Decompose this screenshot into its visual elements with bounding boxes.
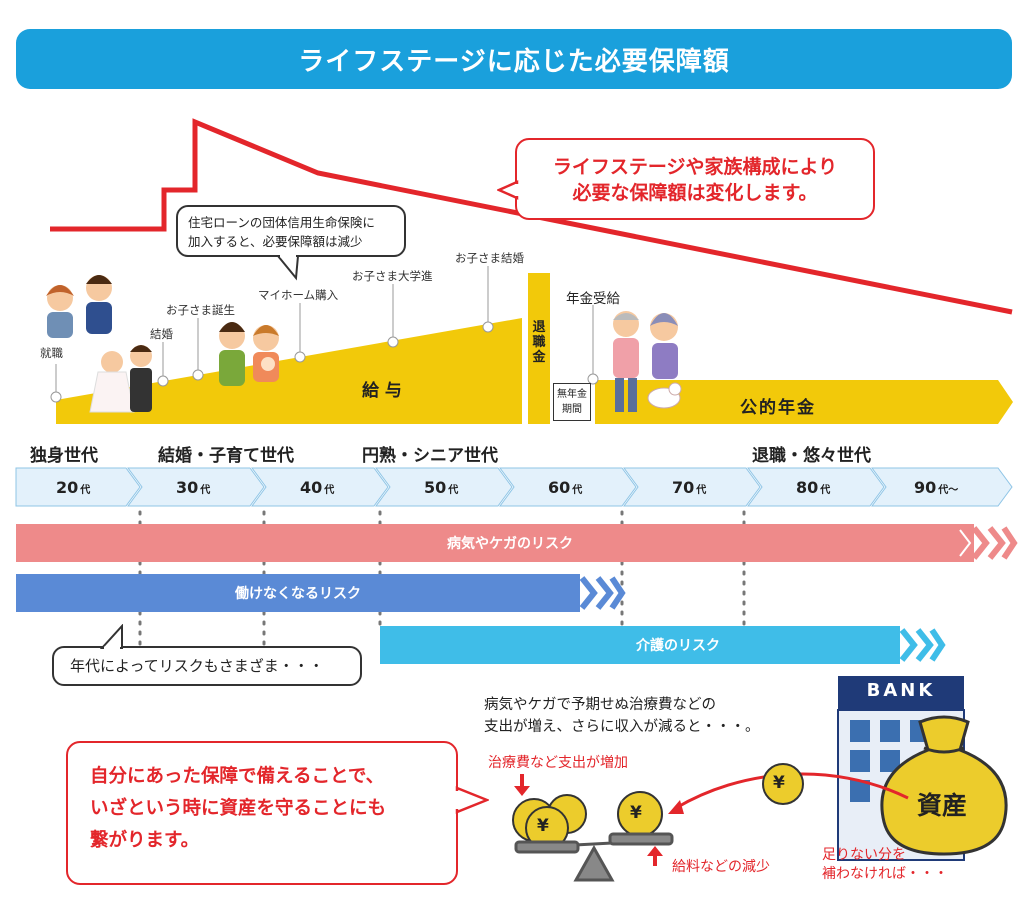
event-marker [387,336,399,348]
no-pension-line: 期間 [562,404,582,415]
family-illustration [219,322,279,386]
generation-single: 独身世代 [30,446,98,466]
event-label: マイホーム購入 [258,288,339,302]
event-marker [192,369,204,381]
required-coverage-line [50,118,1013,315]
callout-line: 自分にあった保障で備えることで、 [90,766,385,787]
event-label: お子さま誕生 [166,303,235,317]
generation-retired: 退職・悠々世代 [752,446,871,466]
retirement-label: 退職金 [532,320,546,365]
public-pension-band [595,380,1013,424]
age-row [15,467,1013,507]
callout-line: 加入すると、必要保障額は減少 [188,234,363,249]
event-label: お子さま結婚 [455,251,524,265]
callout-line: 繋がります。 [90,830,200,851]
callout-tail [497,180,519,200]
risk-illness-label: 病気やケガのリスク [447,536,573,552]
salary-label: 給 与 [362,381,402,401]
callout-tail [276,254,300,281]
bank-label: BANK [866,680,936,701]
income-label: 給料などの減少 [672,859,770,875]
callout-coverage-change: ライフステージや家族構成により 必要な保障額は変化します。 [515,138,875,220]
callout-loan: 住宅ローンの団体信用生命保険に 加入すると、必要保障額は減少 [176,205,406,257]
page-title: ライフステージに応じた必要保障額 [16,29,1012,89]
no-pension-box: 無年金 期間 [553,383,591,421]
shortfall-line: 足りない分を [822,847,906,863]
scale-illustration [514,832,674,882]
no-pension-line: 無年金 [557,389,587,400]
risk-work-label: 働けなくなるリスク [235,586,361,602]
info-text: 病気やケガで予期せぬ治療費などの 支出が増え、さらに収入が減ると・・・。 [484,694,760,738]
expense-label: 治療費など支出が増加 [488,755,628,771]
event-marker [294,351,306,363]
risk-care-label: 介護のリスク [636,638,720,654]
callout-line: 住宅ローンの団体信用生命保険に [188,215,375,230]
money-bag-illustration [880,715,1008,856]
risk-illness-band [16,524,1018,562]
event-marker [587,373,599,385]
callout-tail [455,786,489,814]
coin-icon [762,763,804,805]
salary-area [56,318,522,424]
info-line: 病気やケガで予期せぬ治療費などの [484,697,716,713]
elderly-couple-illustration [613,311,682,412]
asset-label: 資産 [916,791,967,820]
info-line: 支出が増え、さらに収入が減ると・・・。 [484,719,760,735]
event-label: 就職 [40,346,63,360]
event-marker [50,391,62,403]
shortfall-label: 足りない分を 補わなければ・・・ [822,846,948,884]
wedding-couple-illustration [89,345,152,413]
young-workers-illustration [46,275,112,338]
event-label: 結婚 [150,327,173,341]
event-marker [157,375,169,387]
callout-tail [100,624,123,650]
callout-line: 必要な保障額は変化します。 [572,182,818,204]
callout-line: いざという時に資産を守ることにも [90,798,387,819]
public-pension-label: 公的年金 [740,398,816,418]
callout-line: ライフステージや家族構成により [552,156,838,178]
risk-work-band [16,574,626,612]
yen-icon: ¥ [630,803,642,823]
event-label: 年金受給 [566,291,620,307]
callout-bottom: 自分にあった保障で備えることで、 いざという時に資産を守ることにも 繋がります。 [66,741,458,885]
yen-icon: ¥ [537,816,549,836]
generation-senior: 円熟・シニア世代 [362,446,498,466]
risk-care-band [380,626,946,664]
yen-icon: ¥ [773,773,785,793]
shortfall-line: 補わなければ・・・ [822,866,948,882]
callout-risk: 年代によってリスクもさまざま・・・ [52,646,362,686]
event-marker [482,321,494,333]
retirement-bar [528,273,550,424]
generation-marriage: 結婚・子育て世代 [158,446,294,466]
event-label: お子さま大学進 [352,269,433,283]
